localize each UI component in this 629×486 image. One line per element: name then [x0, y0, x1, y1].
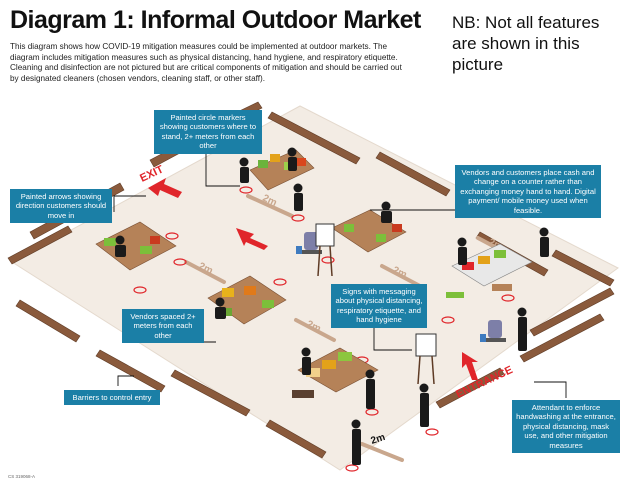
- distance-label: 2m: [370, 432, 387, 447]
- person: [457, 237, 467, 265]
- barrier-segment: [375, 151, 451, 197]
- stand-circle: [321, 256, 335, 264]
- person: [215, 297, 226, 319]
- arrow-exit: [148, 178, 182, 198]
- person: [517, 307, 527, 351]
- stand-circle: [273, 278, 287, 286]
- barrier-segment: [435, 367, 505, 409]
- callout-signs: Signs with messaging about physical dist…: [331, 284, 427, 328]
- direction-arrows: [148, 178, 478, 380]
- stand-circle: [165, 232, 179, 240]
- stand-circle: [501, 294, 515, 302]
- barrier-segment: [529, 287, 615, 337]
- person: [115, 235, 126, 257]
- leader-line: [373, 320, 412, 351]
- stand-circle: [173, 258, 187, 266]
- callout-vendors-spaced: Vendors spaced 2+ meters from each other: [122, 309, 204, 344]
- vendor-stall: [331, 209, 407, 253]
- barrier-segment: [7, 225, 73, 265]
- person: [239, 157, 249, 183]
- vendor-stall-table: [292, 347, 379, 398]
- leader-line: [113, 195, 146, 212]
- arrow-mid: [236, 228, 268, 250]
- barrier-segment: [15, 299, 81, 343]
- person: [381, 201, 392, 223]
- diagram-title: Diagram 1: Informal Outdoor Market: [10, 6, 421, 34]
- circle-markers: [133, 186, 515, 472]
- stand-circle: [133, 286, 147, 294]
- barrier-segment: [519, 313, 605, 363]
- person: [419, 383, 429, 427]
- sign-board: [415, 333, 437, 385]
- person: [365, 369, 375, 409]
- barrier-segment: [170, 369, 251, 417]
- people: [115, 147, 549, 465]
- distance-line: [246, 194, 294, 218]
- leader-line: [534, 381, 567, 398]
- stand-circle: [441, 316, 455, 324]
- vendor-stall-counter: [446, 243, 533, 298]
- stand-circle: [239, 186, 253, 194]
- leader-line: [205, 148, 240, 187]
- distance-line: [360, 442, 404, 462]
- figure-id: CS 319068-A: [8, 474, 36, 479]
- callout-barriers: Barriers to control entry: [64, 390, 160, 406]
- stand-circle: [345, 464, 359, 472]
- callout-arrows: Painted arrows showing direction custome…: [10, 189, 112, 224]
- callout-attendant: Attendant to enforce handwashing at the …: [512, 400, 620, 454]
- callout-counter: Vendors and customers place cash and cha…: [455, 165, 601, 219]
- arrow-entrance: [462, 352, 478, 380]
- person: [351, 419, 361, 465]
- handwashing-station: [480, 320, 506, 342]
- stand-circle: [291, 214, 305, 222]
- barrier-segment: [95, 349, 166, 393]
- stand-circle: [425, 428, 439, 436]
- barrier-segment: [551, 249, 615, 287]
- person: [539, 227, 549, 257]
- note-text: NB: Not all features are shown in this p…: [452, 13, 600, 74]
- distance-line: [380, 264, 422, 288]
- distance-line: [294, 318, 336, 342]
- barrier-segment: [267, 111, 361, 165]
- barrier-segment: [265, 419, 327, 459]
- person: [293, 183, 303, 211]
- callout-circle-markers: Painted circle markers showing customers…: [154, 110, 262, 154]
- distance-line: [184, 260, 226, 284]
- sign-board: [315, 223, 335, 277]
- intro-text: This diagram shows how COVID-19 mitigati…: [10, 42, 402, 83]
- handwashing-station: [296, 232, 322, 254]
- leader-line: [117, 375, 134, 386]
- person: [301, 347, 311, 375]
- vendor-stall: [95, 221, 177, 271]
- person: [287, 147, 297, 171]
